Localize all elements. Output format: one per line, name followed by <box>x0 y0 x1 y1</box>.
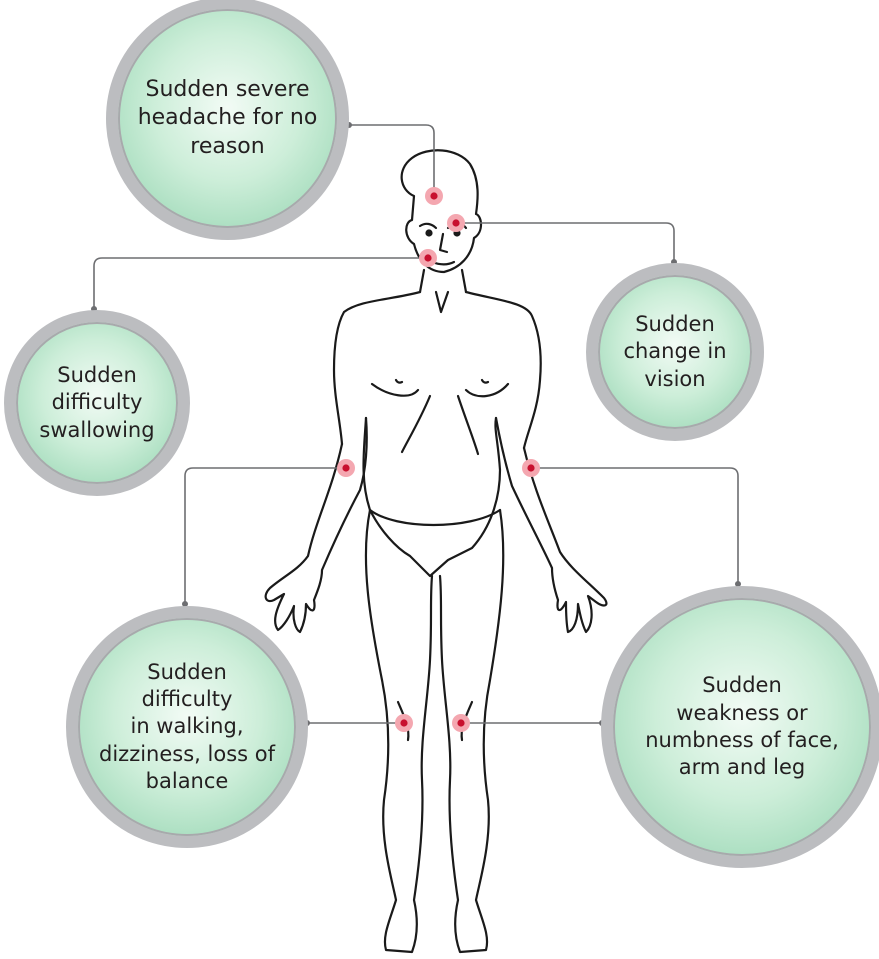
symptom-bubble-headache: Sudden severe headache for no reason <box>106 0 349 240</box>
marker-mouth <box>419 249 437 267</box>
symptom-bubble-swallowing: Sudden difficulty swallowing <box>4 310 190 496</box>
symptom-label-weakness: Sudden weakness or numbness of face, arm… <box>645 672 839 781</box>
symptom-label-vision: Sudden change in vision <box>623 311 726 393</box>
marker-right-knee <box>452 714 470 732</box>
symptom-label-walking: Sudden difficulty in walking, dizziness,… <box>99 659 275 795</box>
symptom-bubble-weakness: Sudden weakness or numbness of face, arm… <box>601 586 879 868</box>
marker-left-knee <box>395 714 413 732</box>
marker-head <box>425 187 443 205</box>
symptom-bubble-walking: Sudden difficulty in walking, dizziness,… <box>66 606 308 848</box>
marker-right-elbow <box>522 459 540 477</box>
marker-left-elbow <box>337 459 355 477</box>
symptom-label-swallowing: Sudden difficulty swallowing <box>39 362 154 444</box>
marker-eye <box>447 214 465 232</box>
symptom-label-headache: Sudden severe headache for no reason <box>138 76 318 162</box>
symptom-bubble-vision: Sudden change in vision <box>586 263 764 441</box>
